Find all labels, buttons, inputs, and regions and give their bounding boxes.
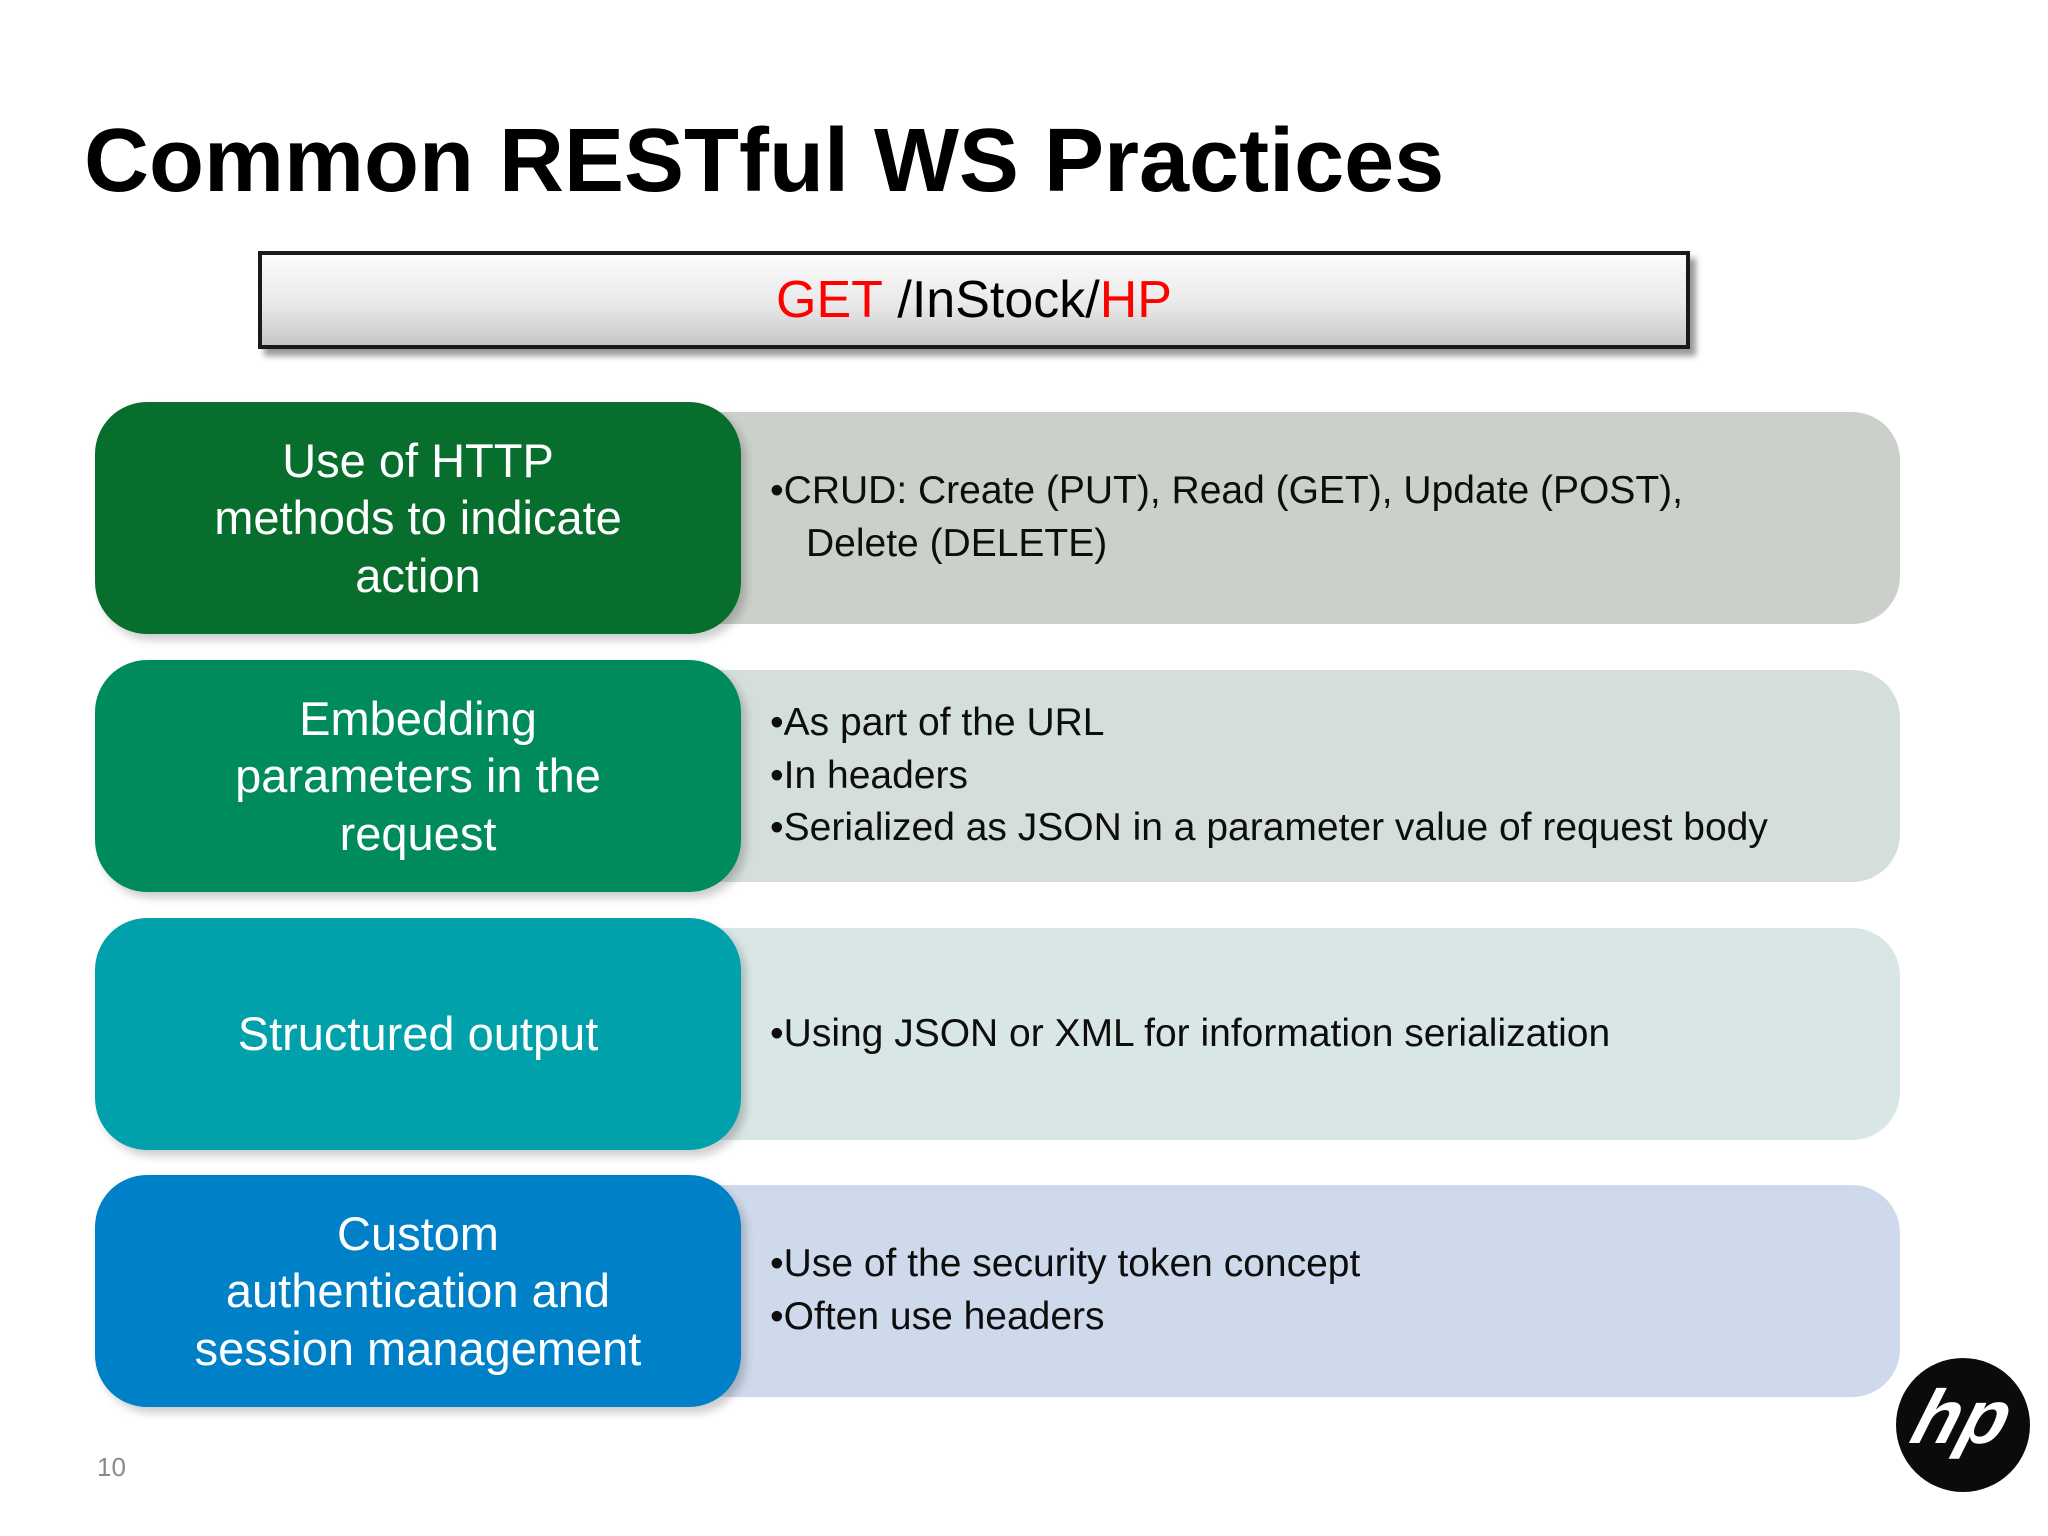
hp-logo-text: hp bbox=[1902, 1374, 2023, 1460]
page-number: 10 bbox=[97, 1452, 126, 1482]
practice-label: Use of HTTP methods to indicate action bbox=[214, 434, 622, 602]
bullet-item: CRUD: Create (PUT), Read (GET), Update (… bbox=[770, 465, 1806, 570]
practice-label: Custom authentication and session manage… bbox=[194, 1207, 642, 1375]
practice-label-box: Structured output bbox=[95, 918, 741, 1150]
resource-path-text: /InStock/ bbox=[882, 271, 1100, 329]
hp-logo-icon: hp bbox=[1896, 1358, 2030, 1492]
practice-label-box: Custom authentication and session manage… bbox=[95, 1175, 741, 1407]
http-method-text: GET bbox=[776, 271, 883, 329]
bullet-item: As part of the URL bbox=[770, 697, 1768, 750]
bullet-list: CRUD: Create (PUT), Read (GET), Update (… bbox=[560, 465, 1836, 570]
practice-detail-panel: Use of the security token concept Often … bbox=[560, 1185, 1900, 1397]
bullet-list: As part of the URL In headers Serialized… bbox=[560, 697, 1798, 855]
practice-label-box: Use of HTTP methods to indicate action bbox=[95, 402, 741, 634]
practice-row-structured-output: Using JSON or XML for information serial… bbox=[0, 918, 2048, 1150]
rest-request-example-box: GET /InStock/ HP bbox=[258, 251, 1690, 349]
bullet-list: Use of the security token concept Often … bbox=[560, 1238, 1390, 1343]
practice-detail-panel: CRUD: Create (PUT), Read (GET), Update (… bbox=[560, 412, 1900, 624]
bullet-item: Use of the security token concept bbox=[770, 1238, 1361, 1291]
practice-label: Embedding parameters in the request bbox=[235, 692, 601, 860]
resource-param-text: HP bbox=[1099, 271, 1172, 329]
practice-detail-panel: Using JSON or XML for information serial… bbox=[560, 928, 1900, 1140]
bullet-item: In headers bbox=[770, 750, 1768, 803]
practice-row-http-methods: CRUD: Create (PUT), Read (GET), Update (… bbox=[0, 402, 2048, 634]
bullet-item: Using JSON or XML for information serial… bbox=[770, 1008, 1611, 1061]
practice-label: Structured output bbox=[237, 1007, 599, 1061]
practice-row-embedding-parameters: As part of the URL In headers Serialized… bbox=[0, 660, 2048, 892]
bullet-item: Serialized as JSON in a parameter value … bbox=[770, 802, 1768, 855]
practice-row-custom-authentication: Use of the security token concept Often … bbox=[0, 1175, 2048, 1407]
practice-detail-panel: As part of the URL In headers Serialized… bbox=[560, 670, 1900, 882]
practice-label-box: Embedding parameters in the request bbox=[95, 660, 741, 892]
slide-title: Common RESTful WS Practices bbox=[84, 111, 1445, 212]
bullet-item: Often use headers bbox=[770, 1291, 1360, 1344]
bullet-list: Using JSON or XML for information serial… bbox=[560, 1008, 1640, 1061]
